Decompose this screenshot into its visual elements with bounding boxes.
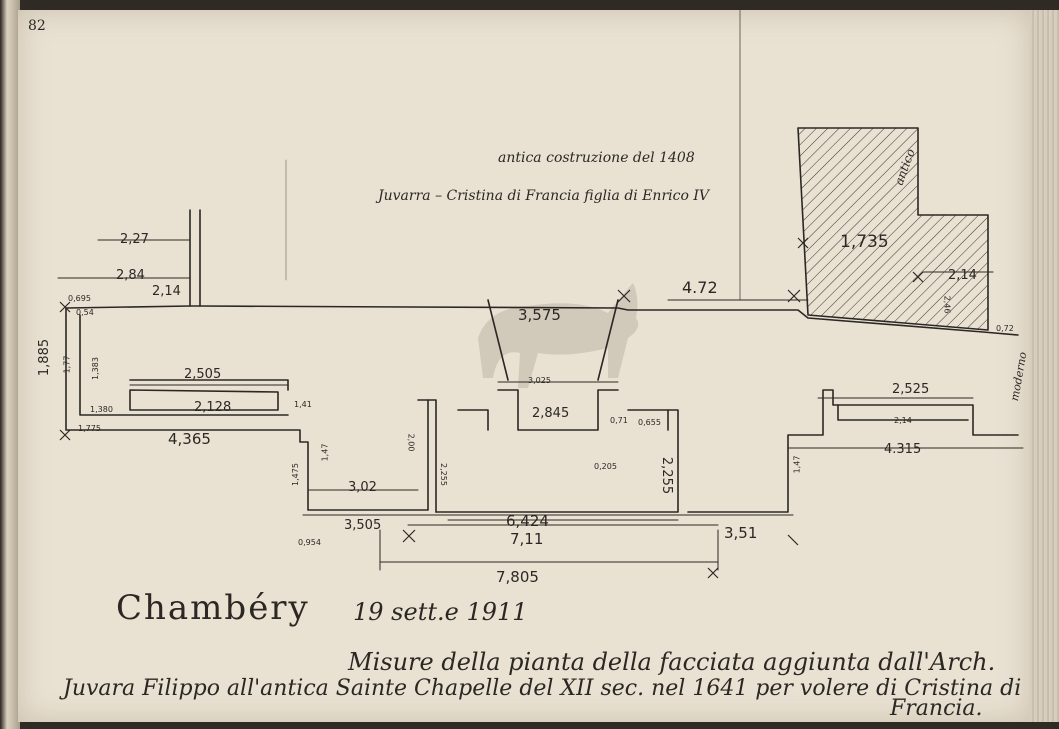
dim-4-315: 4.315 <box>884 442 922 457</box>
page-number: 82 <box>28 18 46 34</box>
page-edges <box>1030 10 1059 722</box>
dim-1-41: 1,41 <box>294 400 312 409</box>
dim-3-505: 3,505 <box>344 518 382 533</box>
dim-2-00: 2,00 <box>406 433 416 452</box>
dim-6-424: 6,424 <box>506 512 549 530</box>
dim-2-27: 2,27 <box>120 232 149 247</box>
dim-2-255-b: 2,255 <box>659 456 675 495</box>
dim-3-02: 3,02 <box>348 480 377 495</box>
dim-1-475: 1,475 <box>290 463 300 486</box>
caption-line-1: Misure della pianta della facciata aggiu… <box>348 648 996 676</box>
dim-7-11: 7,11 <box>510 530 544 548</box>
dim-1-47-b: 1,47 <box>792 455 802 474</box>
title-place: Chambéry <box>116 588 310 628</box>
dim-2-505: 2,505 <box>184 367 222 382</box>
dim-7-805: 7,805 <box>496 568 539 586</box>
dim-1-735: 1,735 <box>840 232 889 252</box>
notebook-binding <box>0 0 20 729</box>
dim-0-954: 0,954 <box>298 538 321 547</box>
dim-2-128: 2,128 <box>194 400 232 415</box>
dim-1-775: 1,775 <box>78 424 101 433</box>
dim-2-14-right: 2,14 <box>948 268 977 283</box>
dim-1-383: 1,383 <box>90 357 100 380</box>
watermark-animal <box>478 283 639 388</box>
dim-2-525: 2,525 <box>892 382 930 397</box>
dim-1-77: 1,77 <box>62 355 72 374</box>
dim-1-380: 1,380 <box>90 405 113 414</box>
dim-2-845: 2,845 <box>532 406 570 421</box>
dim-2-46: 2,46 <box>942 295 952 314</box>
dim-2-84: 2,84 <box>116 268 145 283</box>
dim-4-72: 4.72 <box>682 278 718 297</box>
dim-2-14-mid: 2,14 <box>894 416 912 425</box>
dim-0-72: 0,72 <box>996 324 1014 333</box>
dim-3-51: 3,51 <box>724 524 758 542</box>
annotation-antica-costruzione: antica costruzione del 1408 <box>498 150 695 166</box>
dim-3-025: 3,025 <box>528 376 551 385</box>
caption-line-3: Francia. <box>890 696 983 721</box>
dim-2-255-a: 2,255 <box>438 463 448 486</box>
dim-0-655: 0,655 <box>638 418 661 427</box>
facade-plan-drawing <box>57 10 1024 579</box>
title-date: 19 sett.e 1911 <box>353 598 528 626</box>
annotation-juvarra-cristina: Juvarra – Cristina di Francia figlia di … <box>378 188 709 204</box>
dim-0-54: 0,54 <box>76 308 94 317</box>
dim-0-695: 0,695 <box>68 294 91 303</box>
dim-0-205: 0,205 <box>594 462 617 471</box>
notebook-page: 82 antica costruzione del 1408 Juvarra –… <box>18 10 1030 722</box>
dim-2-14-left: 2,14 <box>152 284 181 299</box>
dim-0-71: 0,71 <box>610 416 628 425</box>
dim-3-575: 3,575 <box>518 306 561 324</box>
caption-line-2: Juvara Filippo all'antica Sainte Chapell… <box>63 676 1022 701</box>
dim-4-365: 4,365 <box>168 430 211 448</box>
dim-1-47-a: 1,47 <box>320 443 330 462</box>
dim-1-885: 1,885 <box>37 338 53 377</box>
